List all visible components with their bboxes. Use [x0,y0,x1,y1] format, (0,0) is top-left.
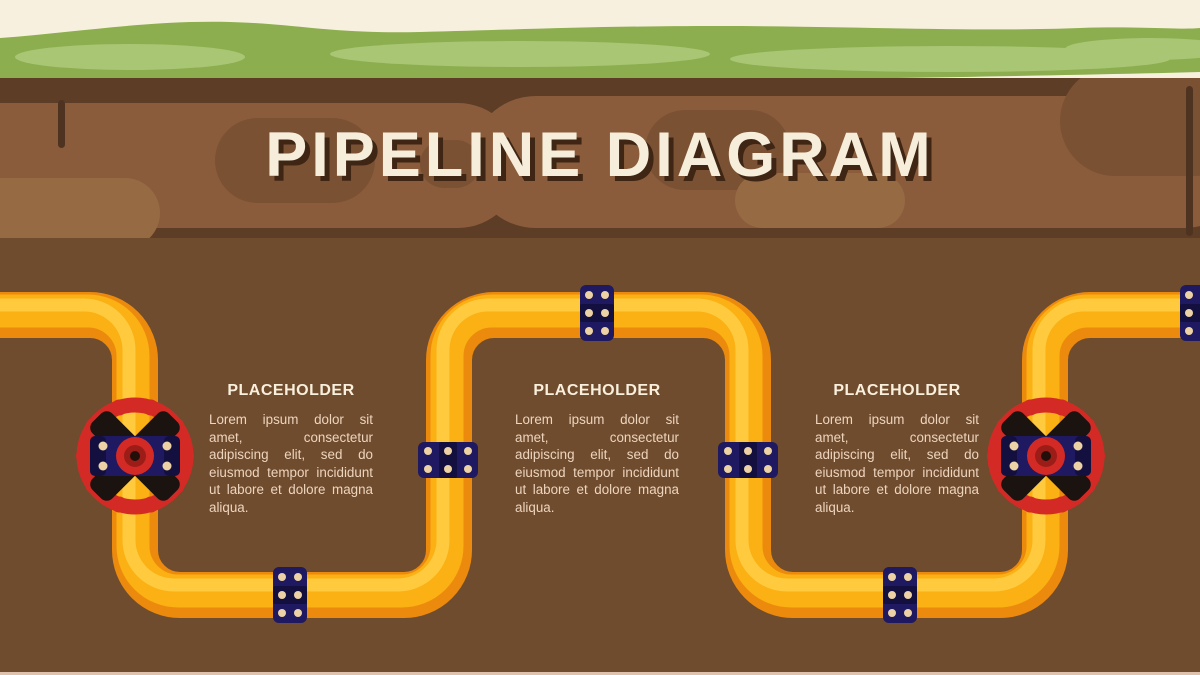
topsoil-band [0,78,1200,238]
section-heading: PLACEHOLDER [533,382,661,399]
grass-surface-icon [0,21,1200,91]
grass-highlight [15,44,245,70]
section-body: Lorem ipsum dolor sit amet, consectetur … [209,412,373,515]
text-block-1: PLACEHOLDER Lorem ipsum dolor sit amet, … [209,382,373,517]
text-block-3: PLACEHOLDER Lorem ipsum dolor sit amet, … [815,382,979,517]
flange-icon [718,442,778,478]
text-block-2: PLACEHOLDER Lorem ipsum dolor sit amet, … [515,382,679,517]
section-body: Lorem ipsum dolor sit amet, consectetur … [515,412,679,515]
section-heading: PLACEHOLDER [227,382,355,399]
flange-icon [580,285,614,341]
page-title: PIPELINE DIAGRAM [265,120,935,190]
flange-icon [1180,285,1200,341]
grass-highlight [730,46,1170,72]
flange-icon [418,442,478,478]
soil-spot [735,173,905,228]
bottom-edge [0,672,1200,675]
soil-rock [1060,78,1200,176]
soil-crack [1186,86,1193,236]
soil-rock [420,140,480,188]
flange-icon [883,567,917,623]
valve-icon [987,397,1105,515]
section-heading: PLACEHOLDER [833,382,961,399]
soil-spot [0,178,160,238]
section-body: Lorem ipsum dolor sit amet, consectetur … [815,412,979,515]
grass-highlight [330,41,710,67]
grass-highlight [1065,38,1200,60]
flange-icon [273,567,307,623]
soil-rock [215,118,375,203]
soil-crack [58,100,65,148]
valve-icon [76,397,194,515]
